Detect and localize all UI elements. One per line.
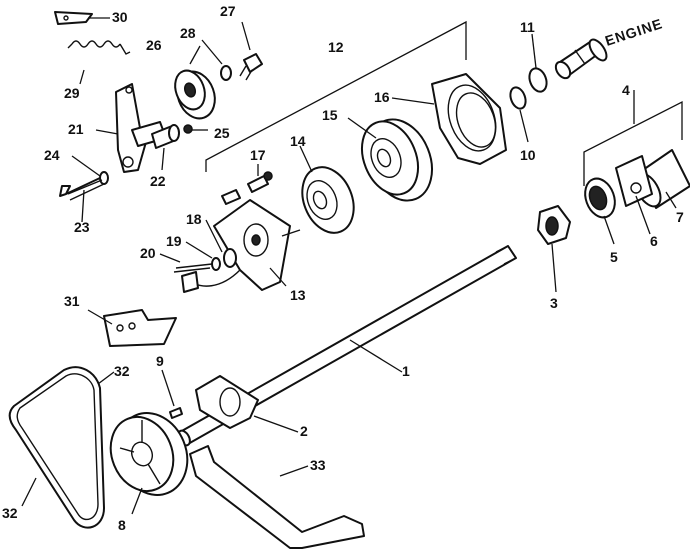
callout-25: 25	[214, 125, 230, 141]
callout-11: 11	[520, 19, 535, 35]
part-17-screws	[221, 171, 273, 205]
callout-32-bottom: 32	[2, 505, 18, 521]
part-9-pin	[169, 407, 183, 419]
part-2-pillow-block	[195, 375, 259, 429]
part-33-bracket	[189, 445, 365, 549]
engine-label: ENGINE	[603, 15, 665, 49]
callout-10: 10	[520, 147, 536, 163]
part-6-coupler	[615, 155, 653, 207]
callout-18: 18	[186, 211, 202, 227]
part-4-group-bracket	[583, 90, 683, 186]
callout-16: 16	[374, 89, 390, 105]
part-12-group-bracket	[205, 20, 467, 172]
part-16-cover	[431, 73, 507, 165]
callout-20: 20	[140, 245, 156, 261]
part-30-bracket	[54, 11, 93, 25]
callout-26: 26	[146, 37, 162, 53]
part-8-drive-pulley	[109, 412, 189, 496]
callout-2: 2	[300, 423, 308, 439]
part-31-bracket	[103, 309, 177, 347]
part-27-bolt	[239, 53, 263, 81]
callout-33: 33	[310, 457, 326, 473]
callout-21: 21	[68, 121, 84, 137]
callout-5: 5	[610, 249, 618, 265]
callout-24: 24	[44, 147, 60, 163]
leader-lines	[21, 17, 677, 515]
part-5-collar	[584, 177, 616, 219]
part-11-spacer	[528, 67, 548, 93]
part-18-washer	[223, 248, 237, 268]
part-15-clutch-pulley	[361, 118, 433, 202]
part-3-bearing	[537, 205, 571, 245]
callout-3: 3	[550, 295, 558, 311]
part-23-bolt	[59, 177, 105, 201]
callout-13: 13	[290, 287, 306, 303]
callout-9: 9	[156, 353, 164, 369]
callout-8: 8	[118, 517, 126, 533]
callout-31: 31	[64, 293, 80, 309]
part-25-nut	[183, 124, 193, 134]
part-32-belt	[8, 366, 105, 529]
callout-22: 22	[150, 173, 166, 189]
callout-1: 1	[402, 363, 410, 379]
callout-28: 28	[180, 25, 196, 41]
part-20-bolt	[173, 263, 213, 273]
part-22-pivot	[151, 124, 180, 149]
callout-15: 15	[322, 107, 338, 123]
part-13-field-coil	[181, 199, 301, 293]
callout-17: 17	[250, 147, 266, 163]
engine-shaft	[554, 38, 608, 80]
callout-numbers: 1 2 3 4 5 6 7 8 9 10 11 12 13 14 15 16 1…	[2, 3, 684, 533]
part-10-spacer	[509, 86, 527, 110]
callout-12: 12	[328, 39, 344, 55]
part-19-washer	[211, 257, 221, 271]
part-14-armature	[301, 166, 355, 234]
callout-27: 27	[220, 3, 236, 19]
callout-29: 29	[64, 85, 80, 101]
callout-4: 4	[622, 82, 630, 98]
part-29-spring	[67, 40, 131, 55]
part-26-idler-pulley	[174, 69, 216, 120]
callout-23: 23	[74, 219, 90, 235]
part-24-washer	[99, 171, 109, 185]
callout-19: 19	[166, 233, 182, 249]
part-1-driveshaft	[177, 245, 518, 447]
callout-7: 7	[676, 209, 684, 225]
callout-6: 6	[650, 233, 658, 249]
part-28-washer	[220, 65, 232, 81]
callout-32-top: 32	[114, 363, 130, 379]
part-21-idler-arm	[115, 83, 167, 173]
callout-30: 30	[112, 9, 128, 25]
callout-14: 14	[290, 133, 306, 149]
